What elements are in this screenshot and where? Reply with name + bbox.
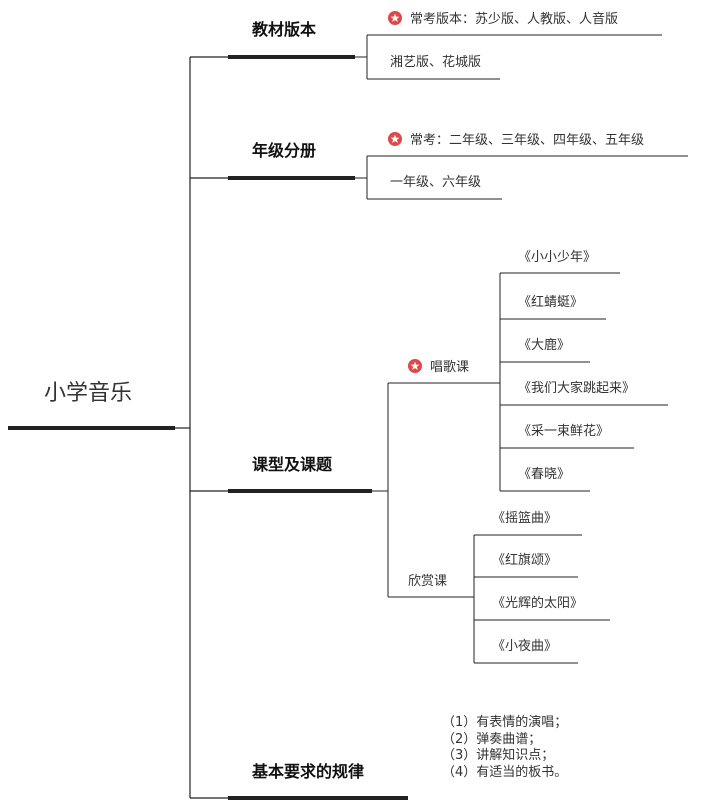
- song-item[interactable]: 《小小少年》: [518, 250, 597, 265]
- item-common-grades[interactable]: 常考：二年级、三年级、四年级、五年级: [388, 132, 644, 147]
- branch-lesson-types[interactable]: 课型及课题: [252, 455, 333, 474]
- piece-item[interactable]: 《光辉的太阳》: [492, 596, 584, 611]
- item-other-grades[interactable]: 一年级、六年级: [390, 175, 482, 190]
- star-badge-icon: [388, 132, 402, 146]
- piece-item[interactable]: 《红旗颂》: [492, 553, 558, 568]
- requirements-list[interactable]: （1）有表情的演唱； （2）弹奏曲谱； （3）讲解知识点； （4）有适当的板书。: [442, 715, 567, 781]
- star-badge-icon: [388, 11, 402, 25]
- star-badge-icon: [408, 359, 422, 373]
- piece-item[interactable]: 《摇篮曲》: [492, 511, 558, 526]
- requirement-item: （4）有适当的板书。: [442, 764, 568, 780]
- piece-item[interactable]: 《小夜曲》: [492, 639, 558, 654]
- song-item[interactable]: 《我们大家跳起来》: [518, 381, 636, 396]
- branch-textbook-versions[interactable]: 教材版本: [252, 20, 317, 39]
- song-item[interactable]: 《红蜻蜓》: [518, 295, 584, 310]
- song-item[interactable]: 《春晓》: [518, 467, 571, 482]
- subgroup-singing[interactable]: 唱歌课: [408, 359, 469, 374]
- item-common-versions[interactable]: 常考版本：苏少版、人教版、人音版: [388, 11, 618, 26]
- requirement-item: （3）讲解知识点；: [442, 748, 555, 763]
- requirement-item: （1）有表情的演唱；: [442, 715, 568, 730]
- item-other-versions[interactable]: 湘艺版、花城版: [390, 55, 482, 70]
- song-item[interactable]: 《大鹿》: [518, 338, 571, 353]
- subgroup-label: 唱歌课: [430, 360, 470, 375]
- item-label: 常考版本：苏少版、人教版、人音版: [410, 12, 619, 27]
- item-label: 常考：二年级、三年级、四年级、五年级: [410, 133, 645, 148]
- branch-grade-volumes[interactable]: 年级分册: [252, 141, 317, 160]
- root-topic[interactable]: 小学音乐: [44, 381, 133, 406]
- requirement-item: （2）弹奏曲谱；: [442, 731, 542, 747]
- song-item[interactable]: 《采一束鲜花》: [518, 424, 610, 439]
- branch-basic-requirements[interactable]: 基本要求的规律: [252, 762, 365, 781]
- subgroup-appreciation[interactable]: 欣赏课: [408, 574, 448, 589]
